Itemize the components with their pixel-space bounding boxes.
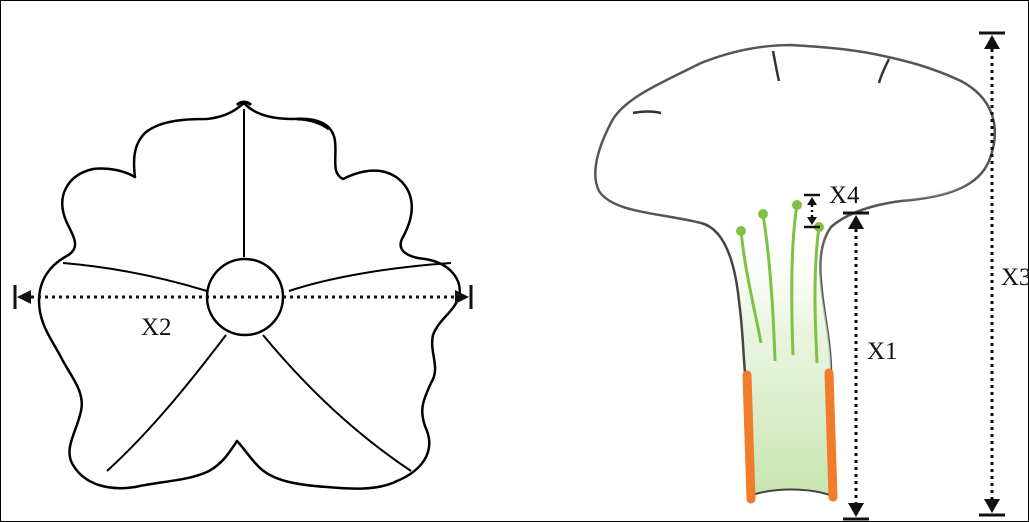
x1-arrowhead	[848, 503, 864, 517]
x3-arrowhead	[984, 499, 1000, 513]
calyx-band-right	[829, 373, 833, 497]
anther	[736, 226, 746, 236]
flower-front-view	[39, 102, 460, 489]
x2-arrowhead	[17, 290, 31, 304]
x1-dimension: X1	[843, 213, 898, 519]
x4-label: X4	[829, 182, 860, 209]
flower-side-view	[595, 45, 995, 499]
x2-label: X2	[141, 314, 172, 341]
x3-label: X3	[1001, 264, 1029, 291]
anther	[758, 209, 768, 219]
x1-label: X1	[867, 338, 898, 365]
x2-arrowhead	[455, 290, 469, 304]
x3-arrowhead	[984, 35, 1000, 49]
calyx-band-left	[747, 375, 751, 499]
anther	[792, 200, 802, 210]
